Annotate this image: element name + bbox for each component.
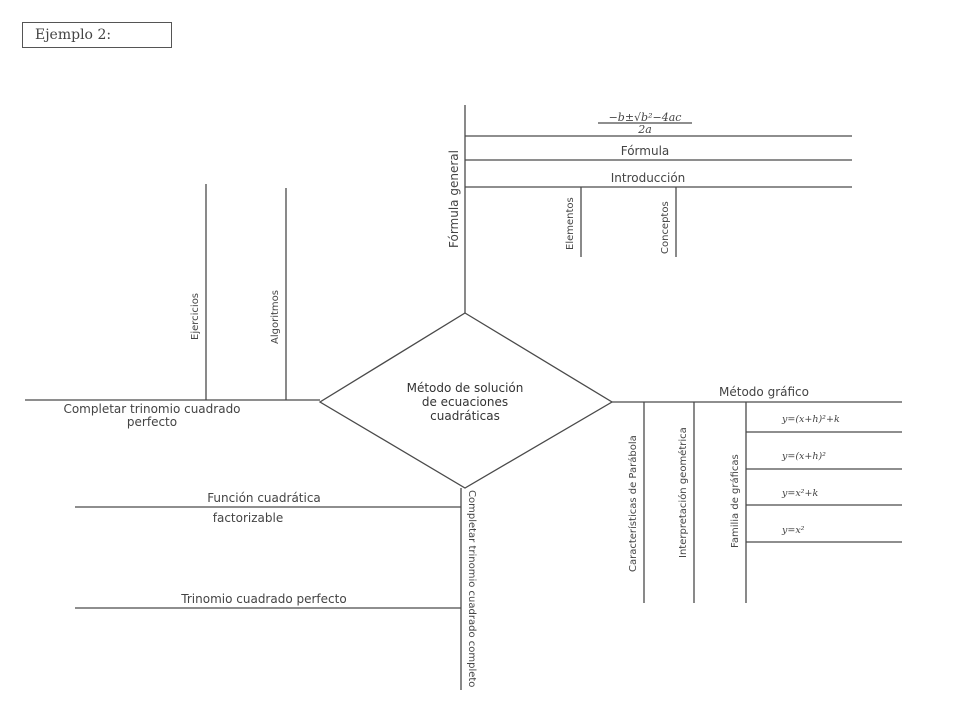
intro-label: Introducción [611, 171, 686, 185]
trinomio-label: Trinomio cuadrado perfecto [180, 592, 346, 606]
center-line-2: de ecuaciones [422, 395, 508, 409]
right-spine-label: Método gráfico [719, 385, 809, 399]
example-label-box: Ejemplo 2: [22, 22, 172, 48]
example-label: Ejemplo 2: [35, 27, 112, 43]
caracteristicas-label: Características de Parábola [627, 435, 639, 572]
funcion-label-2: factorizable [213, 511, 283, 525]
elementos-label: Elementos [565, 197, 576, 250]
familia-label: Familia de gráficas [729, 454, 741, 548]
center-line-3: cuadráticas [430, 409, 500, 423]
left-spine-label-2: perfecto [127, 415, 177, 429]
formula-label: Fórmula [621, 144, 670, 158]
interpretacion-label: Interpretación geométrica [677, 427, 689, 558]
eq-row-1: y=(x+h)²+k [781, 414, 840, 425]
conceptos-label: Conceptos [660, 201, 671, 254]
eq-row-2: y=(x+h)² [781, 451, 826, 462]
algoritmos-label: Algoritmos [270, 290, 281, 344]
formula-numerator: −b±√b²−4ac [609, 111, 682, 124]
eq-row-4: y=x² [781, 525, 805, 536]
bottom-spine-label: Completar trinomio cuadrado completo [466, 490, 477, 687]
ejercicios-label: Ejercicios [190, 293, 201, 340]
top-spine-label: Fórmula general [447, 150, 461, 248]
center-line-1: Método de solución [407, 381, 524, 395]
left-spine-label-1: Completar trinomio cuadrado [63, 402, 240, 416]
eq-row-3: y=x²+k [781, 488, 818, 499]
funcion-label-1: Función cuadrática [207, 491, 321, 505]
formula-denominator: 2a [637, 123, 652, 136]
central-diamond [318, 312, 614, 489]
